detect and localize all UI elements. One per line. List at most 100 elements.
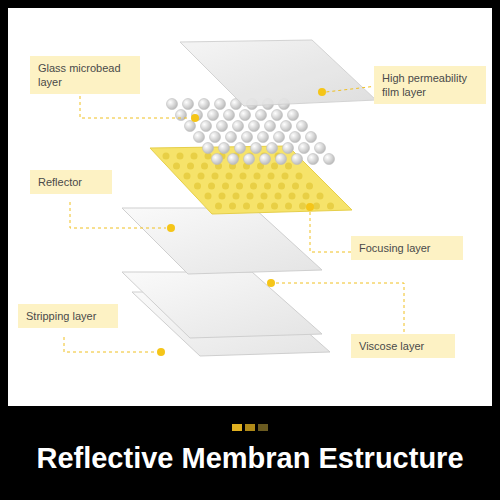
glass-bead [176,110,187,121]
focus-dot [243,203,250,210]
leader-dot [318,88,326,96]
leader-line [80,96,190,118]
glass-bead [240,110,251,121]
accent-square [232,424,242,431]
focus-dot [173,163,180,170]
glass-bead [249,121,260,132]
glass-bead [219,143,230,154]
leader-dot [267,279,275,287]
focus-dot [184,173,191,180]
leader-dot [157,348,165,356]
focus-dot [271,203,278,210]
focus-dot [212,173,219,180]
leader-line [326,86,377,92]
focus-dot [275,193,282,200]
glass-bead [224,110,235,121]
glass-bead [297,121,308,132]
glass-bead [251,143,262,154]
glass-bead [199,99,210,110]
glass-bead [290,132,301,143]
glass-bead [292,154,303,165]
focus-dot [233,193,240,200]
glass-bead [217,121,228,132]
title: Reflective Membran Estructure [0,440,500,476]
focus-dot [271,163,278,170]
focus-dot [240,173,247,180]
glass-bead [308,154,319,165]
label-box: High permeability film layer [374,66,486,104]
glass-bead [210,132,221,143]
glass-bead [233,121,244,132]
leader-line [310,212,351,252]
reflector-sheet [122,208,322,274]
focus-dot [299,203,306,210]
focus-dot [247,193,254,200]
focus-dot [289,193,296,200]
focus-dot [222,183,229,190]
glass-bead [185,121,196,132]
glass-bead [201,121,212,132]
leader-line [276,283,404,333]
glass-bead [274,132,285,143]
focus-dot [296,173,303,180]
focus-dot [264,183,271,190]
label-box: Reflector [30,170,112,194]
focus-dot [215,203,222,210]
accent-square [245,424,255,431]
glass-bead [226,132,237,143]
glass-bead [244,154,255,165]
glass-bead [288,110,299,121]
glass-bead [315,143,326,154]
focus-dot [261,193,268,200]
stripping-sheet [122,272,322,338]
layer-label: High permeability film layer [382,71,478,99]
glass-bead [235,143,246,154]
focus-dot [229,203,236,210]
focus-dot [257,203,264,210]
glass-bead [256,110,267,121]
leader-dots [157,88,326,356]
focus-dot [327,203,334,210]
accent-square [258,424,268,431]
leader-line [70,202,166,228]
focusing-sheet [150,146,352,214]
glass-bead [167,99,178,110]
label-box: Stripping layer [18,304,118,328]
focus-dot [194,183,201,190]
leader-line [64,337,156,352]
glass-bead [194,132,205,143]
leader-dot [167,224,175,232]
label-box: Viscose layer [351,334,455,358]
focus-dot [282,173,289,180]
focus-dot [285,163,292,170]
glass-bead [228,154,239,165]
focus-dot [191,153,198,160]
glass-bead [272,110,283,121]
focus-dot [303,193,310,200]
glass-bead [183,99,194,110]
leader-dot [191,114,199,122]
glass-bead [208,110,219,121]
focus-dot [236,183,243,190]
glass-bead [242,132,253,143]
glass-bead [203,143,214,154]
focusing-dots [163,153,335,210]
layer-label: Stripping layer [26,309,110,323]
focus-dot [163,153,170,160]
glass-bead [276,154,287,165]
glass-bead [324,154,335,165]
layer-label: Glass microbead layer [38,61,132,89]
focus-dot [317,193,324,200]
glass-bead [267,143,278,154]
label-box: Focusing layer [351,236,463,260]
layer-label: Reflector [38,175,104,189]
glass-bead [281,121,292,132]
focus-dot [219,193,226,200]
glass-bead [258,132,269,143]
glass-bead [212,154,223,165]
glass-bead [299,143,310,154]
glass-beads [167,99,335,165]
glass-bead [215,99,226,110]
